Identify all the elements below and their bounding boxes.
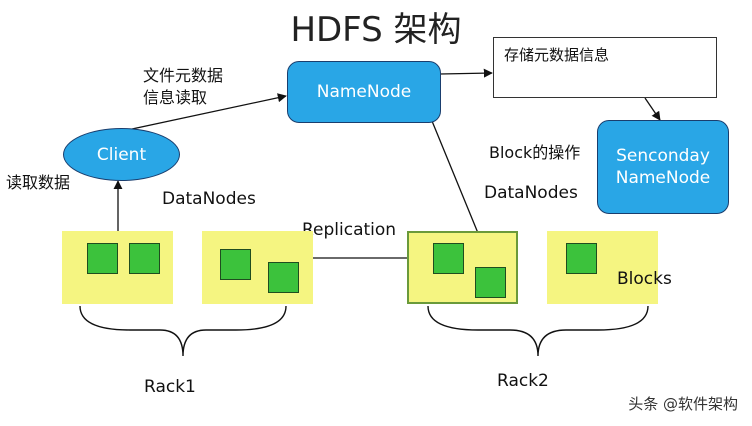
footer-watermark: 头条 @软件架构 (628, 395, 738, 413)
blocks-label: Blocks (617, 269, 672, 289)
namenode-box: NameNode (287, 61, 441, 123)
rack2-label: Rack2 (497, 371, 549, 391)
block (220, 249, 251, 280)
block (566, 243, 597, 274)
rack1-brace (79, 305, 287, 357)
block (433, 243, 464, 274)
block (475, 267, 506, 298)
client-to-namenode-arrow (131, 93, 287, 130)
secondary-namenode-box: Senconday NameNode (597, 120, 729, 214)
datanodes-right-label: DataNodes (484, 183, 578, 203)
client-ellipse: Client (63, 128, 180, 181)
namenode-to-metadata-arrow (439, 68, 493, 78)
rack1-label: Rack1 (144, 377, 196, 397)
diagram-title: HDFS 架构 (290, 10, 462, 50)
datanodes-left-label: DataNodes (162, 189, 256, 209)
block (129, 243, 160, 274)
block (87, 243, 118, 274)
block (268, 262, 299, 293)
block-ops-label: Block的操作 (489, 143, 581, 162)
metadata-info-box: 存储元数据信息 (493, 37, 717, 98)
file-metadata-read-label: 文件元数据 信息读取 (143, 66, 224, 107)
rack2-brace (427, 305, 649, 357)
metadata-to-secondary-arrow (644, 97, 661, 121)
datanode-rack2-b (547, 231, 658, 304)
replication-label: Replication (302, 220, 397, 240)
read-data-label: 读取数据 (6, 173, 71, 192)
